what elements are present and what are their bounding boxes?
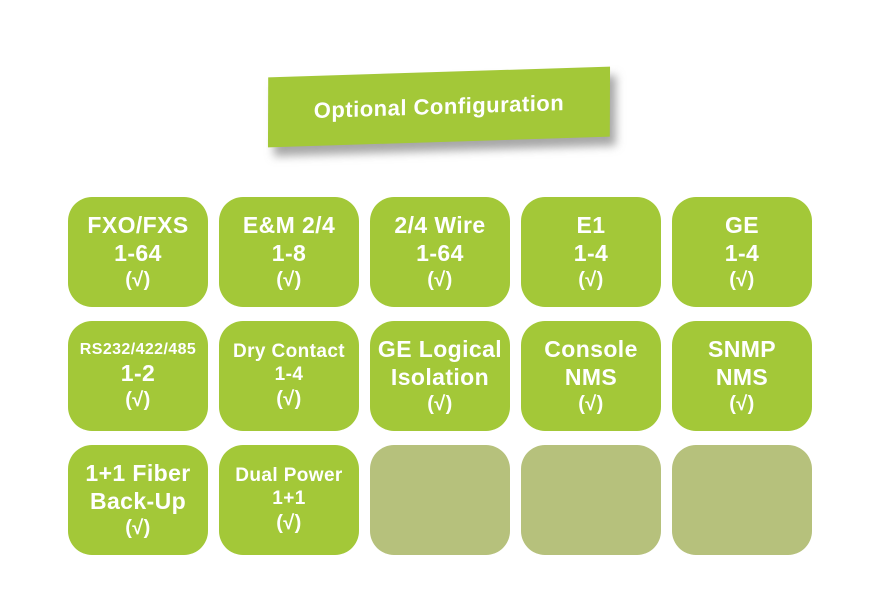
card-line: 1+1 Fiber: [85, 460, 191, 487]
card-empty-2: [521, 445, 661, 555]
card-check: (√): [276, 388, 302, 411]
card-line: 1-64: [114, 240, 162, 267]
card-line: E&M 2/4: [242, 212, 336, 239]
card-line: 1-8: [271, 240, 307, 267]
card-line: 2/4 Wire: [394, 212, 486, 239]
card-empty-3: [672, 445, 812, 555]
card-fiber-backup: 1+1 Fiber Back-Up (√): [68, 445, 208, 555]
card-rs232-422-485: RS232/422/485 1-2 (√): [68, 321, 208, 431]
card-check: (√): [578, 393, 604, 416]
banner-title: Optional Configuration: [313, 90, 565, 123]
card-empty-1: [370, 445, 510, 555]
card-line: 1+1: [272, 488, 306, 510]
card-check: (√): [578, 269, 604, 292]
card-line: RS232/422/485: [79, 340, 197, 358]
card-line: E1: [576, 212, 606, 239]
config-grid: FXO/FXS 1-64 (√) E&M 2/4 1-8 (√) 2/4 Wir…: [68, 197, 812, 555]
card-snmp-nms: SNMP NMS (√): [672, 321, 812, 431]
card-line: Dry Contact: [232, 341, 346, 363]
card-line: Console: [544, 336, 638, 363]
card-line: SNMP: [707, 336, 777, 363]
card-line: Dual Power: [235, 465, 343, 487]
card-line: NMS: [564, 364, 618, 391]
card-line: 1-4: [274, 364, 304, 386]
card-line: GE: [724, 212, 760, 239]
card-fxo-fxs: FXO/FXS 1-64 (√): [68, 197, 208, 307]
card-check: (√): [729, 269, 755, 292]
card-console-nms: Console NMS (√): [521, 321, 661, 431]
card-check: (√): [729, 393, 755, 416]
card-line: NMS: [715, 364, 769, 391]
card-line: 1-64: [416, 240, 464, 267]
card-line: Isolation: [390, 364, 490, 391]
card-ge-logical-isolation: GE Logical Isolation (√): [370, 321, 510, 431]
card-dry-contact: Dry Contact 1-4 (√): [219, 321, 359, 431]
card-line: 1-4: [724, 240, 760, 267]
card-check: (√): [125, 269, 151, 292]
card-check: (√): [427, 269, 453, 292]
card-check: (√): [427, 393, 453, 416]
banner: Optional Configuration: [267, 66, 611, 148]
card-line: 1-4: [573, 240, 609, 267]
card-e1: E1 1-4 (√): [521, 197, 661, 307]
card-line: Back-Up: [89, 488, 187, 515]
card-line: 1-2: [120, 360, 156, 387]
card-em-2-4: E&M 2/4 1-8 (√): [219, 197, 359, 307]
card-dual-power: Dual Power 1+1 (√): [219, 445, 359, 555]
card-check: (√): [276, 512, 302, 535]
card-2-4-wire: 2/4 Wire 1-64 (√): [370, 197, 510, 307]
card-ge: GE 1-4 (√): [672, 197, 812, 307]
card-line: FXO/FXS: [87, 212, 189, 239]
card-check: (√): [125, 517, 151, 540]
card-line: GE Logical: [377, 336, 503, 363]
card-check: (√): [276, 269, 302, 292]
card-check: (√): [125, 389, 151, 412]
